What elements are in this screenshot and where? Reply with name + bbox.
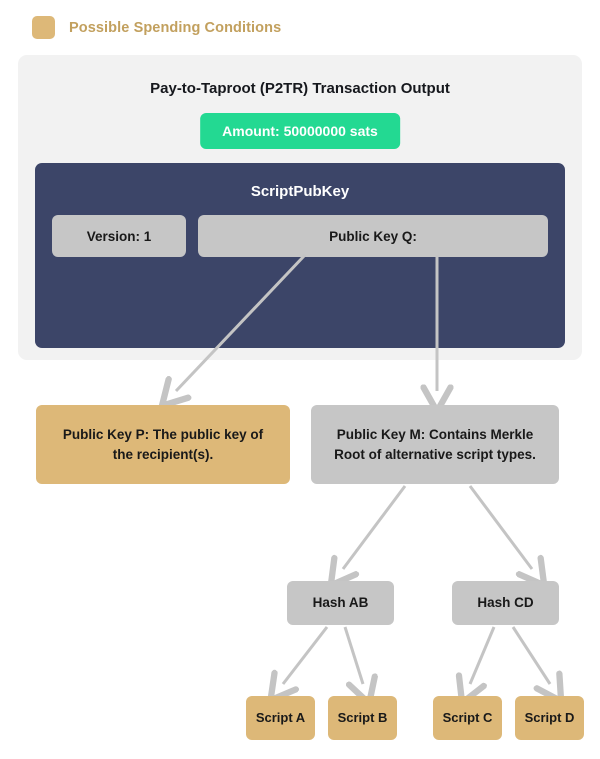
node-hash-cd: Hash CD — [452, 581, 559, 625]
node-script-d: Script D — [515, 696, 584, 740]
legend: Possible Spending Conditions — [32, 16, 281, 39]
scriptpubkey-title: ScriptPubKey — [250, 183, 350, 200]
arrow-hash-cd-to-script-c — [470, 626, 496, 684]
arrow-m-to-hash-ab — [343, 485, 407, 569]
field-version: Version: 1 — [52, 215, 186, 257]
arrow-hash-ab-to-script-a — [283, 626, 329, 684]
node-script-a: Script A — [246, 696, 315, 740]
node-public-key-p: Public Key P: The public key of the reci… — [36, 405, 290, 484]
scriptpubkey-box: ScriptPubKey Version: 1 Public Key Q: — [35, 163, 565, 348]
node-script-b: Script B — [328, 696, 397, 740]
arrow-m-to-hash-cd — [468, 485, 532, 569]
legend-color-swatch-icon — [32, 16, 55, 39]
transaction-title: Pay-to-Taproot (P2TR) Transaction Output — [150, 80, 450, 97]
field-public-key-q: Public Key Q: — [198, 215, 548, 257]
arrow-hash-ab-to-script-b — [343, 626, 363, 684]
transaction-output-panel: Pay-to-Taproot (P2TR) Transaction Output… — [18, 55, 582, 360]
node-hash-ab: Hash AB — [287, 581, 394, 625]
amount-badge: Amount: 50000000 sats — [200, 113, 400, 149]
node-script-c: Script C — [433, 696, 502, 740]
node-public-key-m: Public Key M: Contains Merkle Root of al… — [311, 405, 559, 484]
arrow-hash-cd-to-script-d — [511, 626, 550, 684]
legend-label: Possible Spending Conditions — [69, 19, 282, 36]
